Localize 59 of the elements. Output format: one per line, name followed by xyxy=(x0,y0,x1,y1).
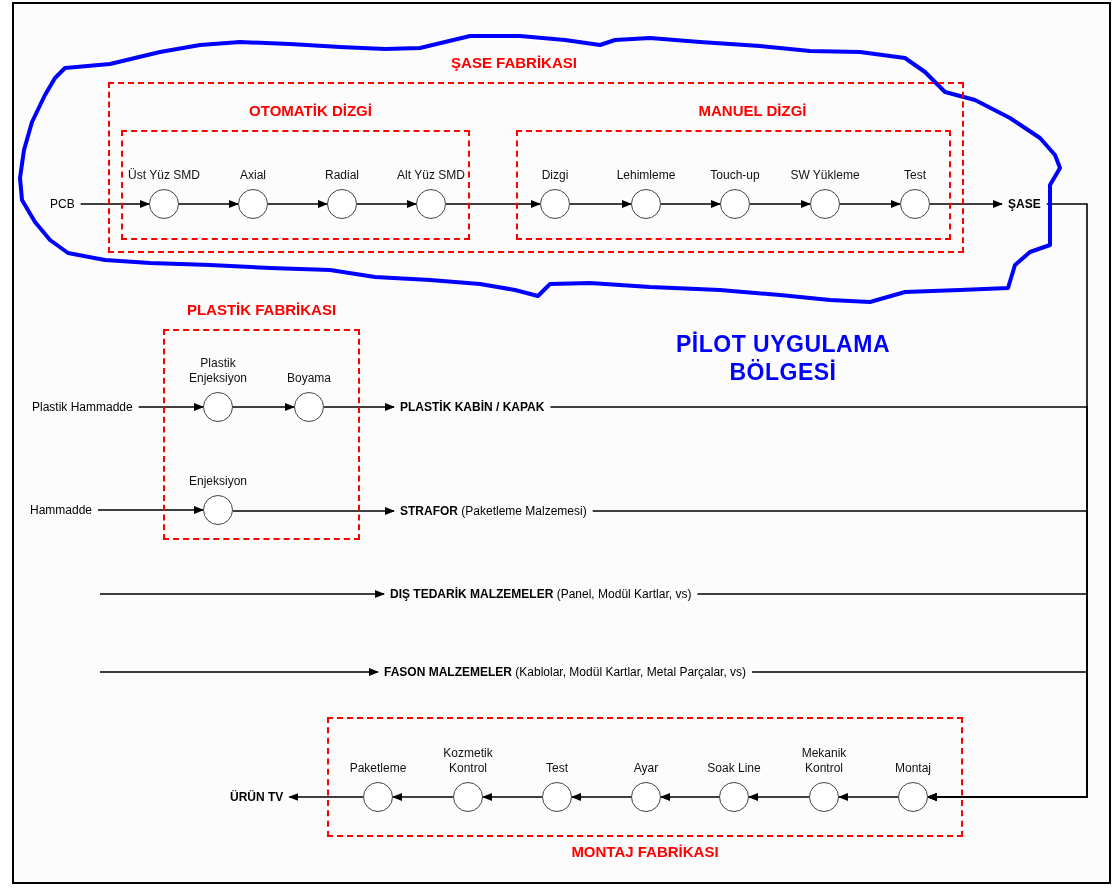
arrow xyxy=(751,671,1088,801)
flow-label: STRAFOR (Paketleme Malzemesi) xyxy=(394,502,593,520)
step-label: Radial xyxy=(325,168,359,183)
step-label: Paketleme xyxy=(349,761,407,776)
step-label: Test xyxy=(546,761,568,776)
step-label: Plastik Enjeksiyon xyxy=(188,356,248,386)
flow-label: PLASTİK KABİN / KAPAK xyxy=(394,398,551,416)
arrow xyxy=(569,200,632,208)
arrow xyxy=(79,200,150,208)
step-label: Mekanik Kontrol xyxy=(800,746,848,776)
flow-label: DIŞ TEDARİK MALZEMELER (Panel, Modül Kartlar, vs) xyxy=(384,585,698,603)
group-title: MONTAJ FABRİKASI xyxy=(570,843,720,861)
flow-label: PCB xyxy=(44,195,81,213)
group-title: ŞASE FABRİKASI xyxy=(450,54,578,72)
arrow xyxy=(288,793,364,801)
group-title: PLASTİK FABRİKASI xyxy=(185,301,338,319)
step-label: Axial xyxy=(240,168,266,183)
arrow xyxy=(660,200,721,208)
step-label: Boyama xyxy=(287,371,331,386)
arrow xyxy=(929,200,1003,208)
arrow xyxy=(97,506,204,514)
arrow xyxy=(660,793,720,801)
arrow xyxy=(356,200,417,208)
step-label: Enjeksiyon xyxy=(189,474,247,489)
arrow xyxy=(99,590,385,598)
arrow xyxy=(178,200,239,208)
flow-label: Hammadde xyxy=(24,501,99,519)
arrow xyxy=(323,403,395,411)
step-label: Montaj xyxy=(895,761,931,776)
step-label: Touch-up xyxy=(710,168,760,183)
arrow xyxy=(482,793,543,801)
arrow xyxy=(748,793,810,801)
step-label: Soak Line xyxy=(707,761,761,776)
arrow xyxy=(392,793,454,801)
arrow xyxy=(571,793,632,801)
step-label: Ayar xyxy=(633,761,659,776)
flow-label: ŞASE xyxy=(1002,195,1047,213)
flow-label: FASON MALZEMELER (Kablolar, Modül Kartlar, Metal Parçalar, vs) xyxy=(378,663,753,681)
group-title: MANUEL DİZGİ xyxy=(697,102,808,120)
arrow xyxy=(137,403,204,411)
arrow xyxy=(749,200,811,208)
step-label: Alt Yüz SMD xyxy=(397,168,465,183)
step-label: Kozmetik Kontrol xyxy=(442,746,494,776)
arrow xyxy=(445,200,541,208)
step-label: Üst Yüz SMD xyxy=(128,168,200,183)
group-title: OTOMATİK DİZGİ xyxy=(248,102,373,120)
arrow xyxy=(267,200,328,208)
flow-label: Plastik Hammadde xyxy=(26,398,139,416)
flow-label: ÜRÜN TV xyxy=(224,788,290,806)
arrow xyxy=(232,507,395,515)
step-label: Lehimleme xyxy=(616,168,676,183)
region-title: PİLOT UYGULAMA BÖLGESİ xyxy=(675,330,891,386)
arrow xyxy=(99,668,379,676)
step-label: Dizgi xyxy=(541,168,569,183)
step-label: Test xyxy=(904,168,926,183)
arrow xyxy=(839,200,901,208)
arrow xyxy=(838,793,899,801)
step-label: SW Yükleme xyxy=(790,168,860,183)
arrow xyxy=(232,403,295,411)
